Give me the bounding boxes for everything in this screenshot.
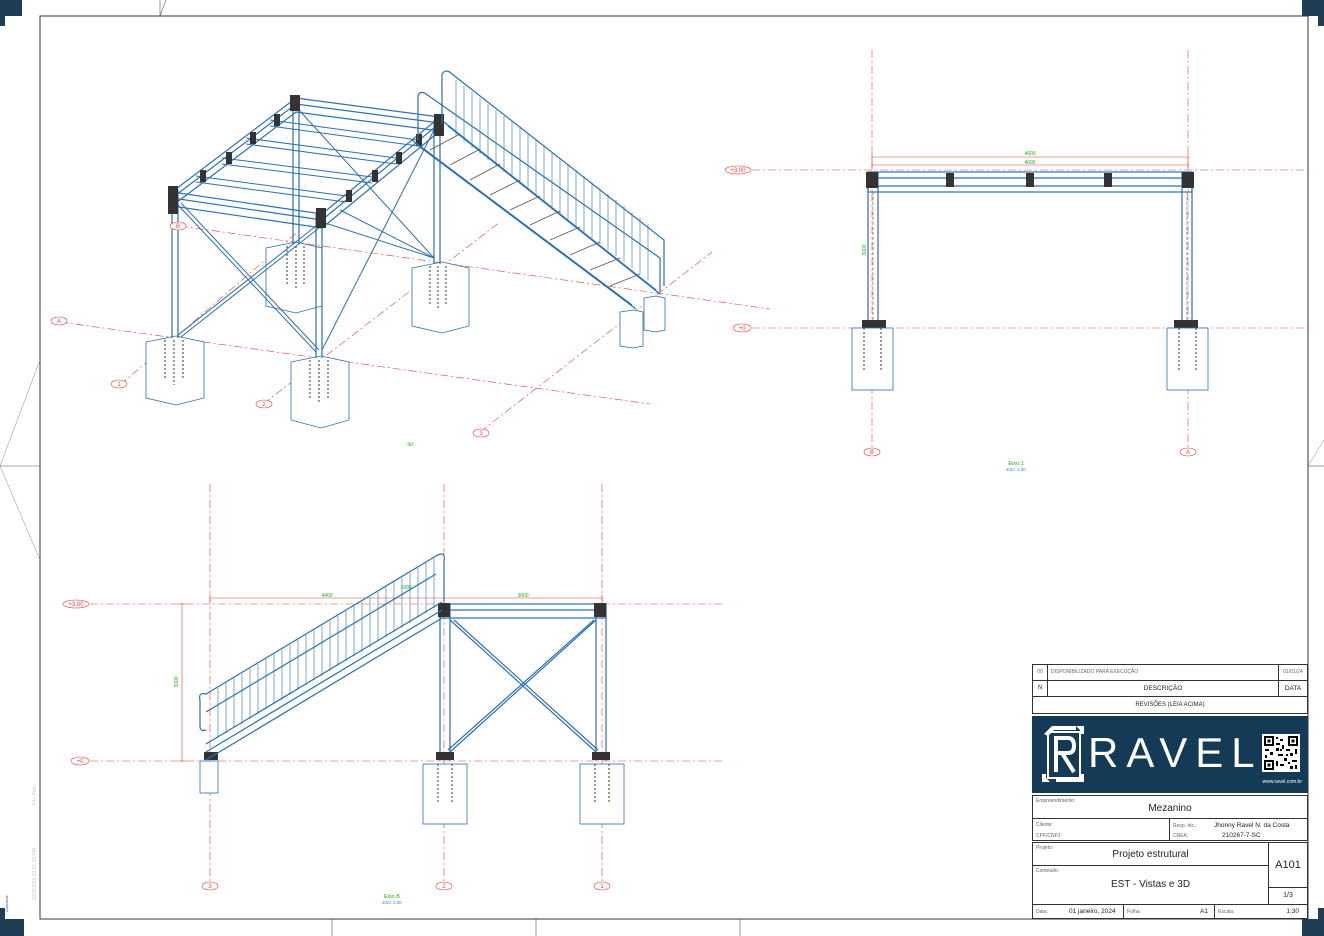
elevb-dim-stair: 4400 — [321, 593, 332, 599]
view3d-axis-labels: A B 1 2 3 — [50, 221, 490, 438]
title-block: 00 DISPONIBILIZADO PARA EXECUÇÃO 01/01/2… — [1032, 664, 1308, 919]
elev1-title: Eixo 1 — [1008, 461, 1023, 467]
view3d-label: 3d — [407, 442, 413, 448]
header-date: DATA — [1284, 685, 1302, 692]
rev-desc: DISPONIBILIZADO PARA EXECUÇÃO — [1051, 669, 1139, 675]
elevb-axis-1: 1 — [600, 884, 604, 890]
elevb-dim-platform: 3000 — [517, 593, 528, 599]
folha-label: Folha: — [1127, 909, 1141, 915]
rev-number: 00 — [1037, 669, 1043, 675]
conteudo-value: EST - Vistas e 3D — [1110, 879, 1191, 890]
sheet-num-cell: 1/3 — [1268, 887, 1308, 905]
axis-label-a: A — [57, 319, 61, 325]
revisions-note: REVISÕES (LEIA ACIMA) — [1135, 702, 1205, 708]
data-label: Data: — [1036, 909, 1048, 915]
crea-value: 210267-7-SC — [1222, 832, 1261, 839]
corner-mark-bl — [0, 919, 24, 936]
escala-cell: Escala: 1:30 — [1214, 904, 1308, 919]
rev-desc-cell: DISPONIBILIZADO PARA EXECUÇÃO — [1047, 664, 1279, 681]
elevb-level-top: +3.00 — [68, 602, 84, 608]
crea-label: CREA: — [1173, 833, 1189, 839]
cliente-cell: Cliente: CPF/CNPJ: — [1032, 818, 1170, 841]
margin-timestamp: 12/3/2024 10:21:20 PM — [32, 848, 38, 900]
elevb-scale: ESC 1:30 — [382, 900, 402, 905]
sheet-frame — [39, 15, 1309, 920]
axis-label-1: 1 — [117, 382, 121, 388]
resp-label: Resp. téc.: — [1173, 823, 1197, 829]
ravel-logo — [1042, 726, 1084, 782]
revisions-note-cell: REVISÕES (LEIA ACIMA) — [1032, 696, 1308, 714]
view-3d — [59, 70, 771, 433]
escala-value: 1:30 — [1286, 908, 1299, 915]
resp-value: Jhonny Ravel N. da Costa — [1214, 822, 1290, 829]
elevb-axis-3: 3 — [208, 884, 212, 890]
projeto-label: Projeto: — [1036, 845, 1054, 851]
projeto-value: Projeto estrutural — [1112, 849, 1189, 860]
elev1-dim-bottom: 4600 — [1024, 160, 1035, 166]
axis-label-b: B — [176, 224, 180, 230]
elev1-scale: ESC 1:30 — [1006, 467, 1026, 472]
projeto-cell: Projeto: Projeto estrutural — [1032, 842, 1269, 866]
elevb-title: Eixo B — [384, 894, 400, 900]
website-text: www.ravel.com.br — [1262, 779, 1302, 785]
folha-cell: Folha: A1 — [1123, 904, 1215, 919]
logo-banner: RAVEL www.ravel.com.br — [1032, 716, 1308, 793]
elevb-level-zero: +0 — [77, 759, 85, 765]
sheet-code: A101 — [1275, 859, 1301, 871]
axis-label-2: 2 — [262, 402, 266, 408]
rev-date: 01/01/24 — [1283, 669, 1303, 675]
sheet-num: 1/3 — [1283, 892, 1293, 899]
axis-label-3: 3 — [479, 431, 483, 437]
header-n: N — [1037, 685, 1043, 691]
qr-code-icon — [1262, 734, 1300, 772]
rev-date-cell: 01/01/24 — [1278, 664, 1308, 681]
elev1-level-top: +3.00 — [730, 168, 746, 174]
conteudo-label: Conteúdo: — [1036, 868, 1060, 874]
data-value: 01 janeiro, 2024 — [1069, 908, 1116, 915]
data-cell: Data: 01 janeiro, 2024 — [1032, 904, 1124, 919]
margin-file-path: File Path: — [32, 784, 38, 805]
empreendimento-label: Empreendimento: — [1036, 798, 1076, 804]
elevation-eixo-1: 4600 4600 3000 — [724, 50, 1308, 472]
elev1-axis-a: A — [1186, 450, 1190, 456]
corner-mark-tl — [0, 0, 22, 16]
header-n-cell: N — [1032, 680, 1048, 697]
escala-label: Escala: — [1218, 909, 1235, 915]
elev1-axis-b: B — [870, 450, 874, 456]
sheet-code-cell: A101 — [1268, 842, 1308, 888]
cliente-label: Cliente: — [1036, 822, 1053, 828]
elev1-level-zero: +0 — [739, 326, 747, 332]
header-desc-cell: DESCRIÇÃO — [1047, 680, 1279, 697]
conteudo-cell: Conteúdo: EST - Vistas e 3D — [1032, 865, 1269, 905]
elevb-mid-label: 1000 — [400, 585, 411, 591]
empreendimento-value: Mezanino — [1148, 803, 1192, 814]
resp-cell: Resp. téc.: Jhonny Ravel N. da Costa CRE… — [1169, 818, 1308, 841]
cpf-label: CPF/CNPJ: — [1036, 833, 1062, 839]
rev-number-cell: 00 — [1032, 664, 1048, 681]
empreendimento-cell: Empreendimento: Mezanino — [1032, 795, 1308, 819]
logo-text: RAVEL — [1088, 729, 1263, 776]
folha-value: A1 — [1200, 908, 1208, 915]
header-desc: DESCRIÇÃO — [1143, 685, 1183, 692]
elev1-dim-top: 4600 — [1024, 151, 1035, 157]
margin-author: Autodesk — [4, 895, 9, 912]
elevb-axis-2: 2 — [442, 884, 446, 890]
elevation-eixo-b: 4400 3000 1000 3000 — [62, 484, 724, 905]
elev1-dim-side: 3000 — [862, 244, 868, 255]
header-date-cell: DATA — [1278, 680, 1308, 697]
elevb-dim-side: 3000 — [174, 676, 180, 687]
